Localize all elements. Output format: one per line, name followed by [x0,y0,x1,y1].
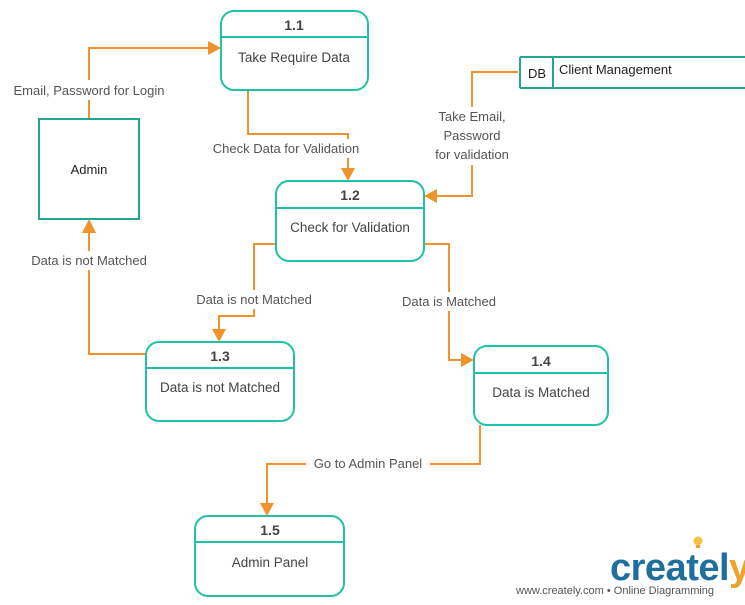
flow-1-2-to-1-3[interactable] [212,243,276,342]
svg-text:Email, Password for Login: Email, Password for Login [13,83,164,98]
datastore-id: DB [528,66,546,81]
flow-label-admin-to-1-1: Email, Password for Login [6,80,172,100]
flow-label-1-2-to-1-3: Data is not Matched [188,290,320,309]
svg-text:for validation: for validation [435,147,509,162]
svg-text:Data is not Matched: Data is not Matched [31,253,147,268]
svg-text:Go to Admin Panel: Go to Admin Panel [314,456,423,471]
svg-text:Data is Matched: Data is Matched [402,294,496,309]
process-1-2[interactable]: 1.2 Check for Validation [275,180,425,262]
process-1-4-name: Data is Matched [492,385,590,400]
datastore-name: Client Management [559,62,672,77]
datastore-client-management[interactable]: DB Client Management [519,56,745,89]
flow-label-db-to-1-2: Take Email, Password for validation [428,107,516,165]
process-1-5-id: 1.5 [260,522,280,538]
svg-text:Data is not Matched: Data is not Matched [196,292,312,307]
flow-label-1-1-to-1-2: Check Data for Validation [204,139,369,158]
process-1-1[interactable]: 1.1 Take Require Data [220,10,369,91]
entity-admin-label: Admin [71,162,108,177]
entity-admin[interactable]: Admin [38,118,140,220]
process-1-2-id: 1.2 [340,187,360,203]
creately-logo: creately [610,536,745,589]
creately-tagline: www.creately.com • Online Diagramming [515,585,714,597]
flow-label-1-4-to-1-5: Go to Admin Panel [306,454,430,473]
svg-text:Check Data for Validation: Check Data for Validation [213,141,359,156]
process-1-2-name: Check for Validation [290,220,410,235]
flow-admin-to-1-1[interactable] [88,41,221,118]
process-1-5[interactable]: 1.5 Admin Panel [194,515,345,597]
process-1-4[interactable]: 1.4 Data is Matched [473,345,609,426]
process-1-4-id: 1.4 [531,353,551,369]
process-1-3[interactable]: 1.3 Data is not Matched [145,341,295,422]
creately-logo-text: creately [610,547,745,589]
svg-text:Take Email,: Take Email, [438,109,505,124]
flow-1-1-to-1-2[interactable] [247,90,355,181]
flow-1-3-to-admin[interactable] [82,219,146,355]
flow-label-1-2-to-1-4: Data is Matched [396,292,502,311]
process-1-1-id: 1.1 [284,17,304,33]
process-1-5-name: Admin Panel [232,555,309,570]
process-1-3-name: Data is not Matched [160,380,280,395]
flow-label-1-3-to-admin: Data is not Matched [24,251,156,270]
svg-text:Password: Password [443,128,500,143]
process-1-3-id: 1.3 [210,348,230,364]
lightbulb-icon [693,536,703,548]
process-1-1-name: Take Require Data [238,50,350,65]
